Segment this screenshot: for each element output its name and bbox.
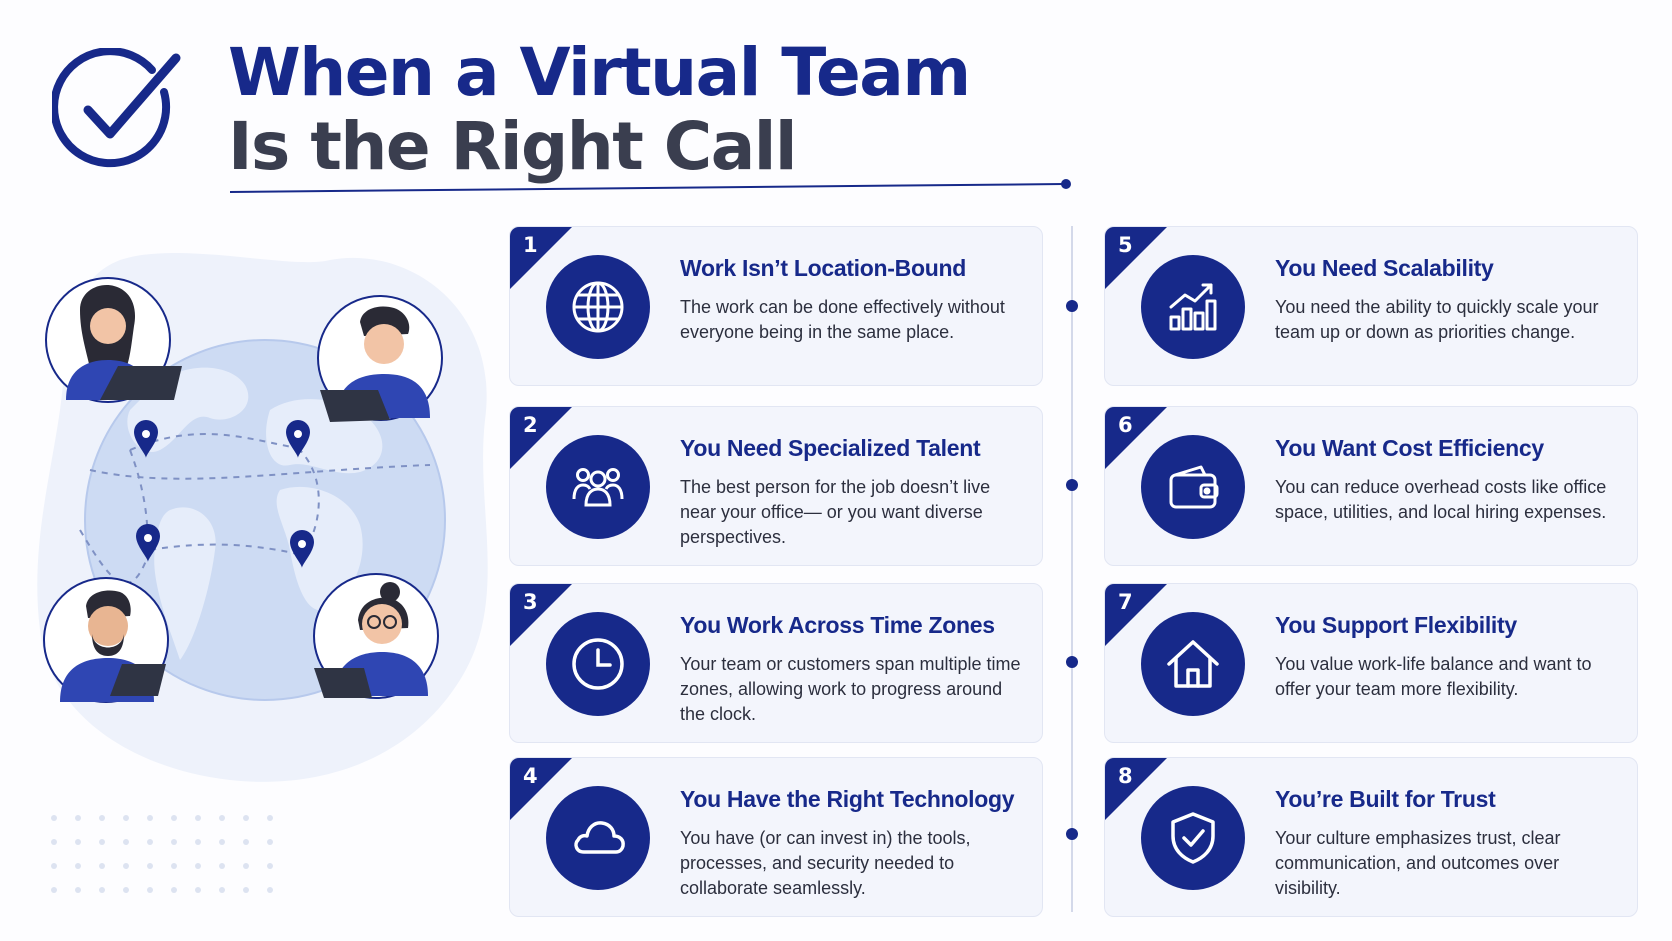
card-1: 1 Work Isn’t Location-Bound The work can… (509, 226, 1043, 386)
cloud-icon (546, 786, 650, 890)
card-number: 6 (1118, 413, 1133, 437)
decorative-dot-grid (51, 815, 273, 893)
globe-icon (546, 255, 650, 359)
shield-check-icon (1141, 786, 1245, 890)
card-title: You Need Specialized Talent (680, 435, 981, 461)
card-number: 8 (1118, 764, 1133, 788)
card-description: You have (or can invest in) the tools, p… (680, 828, 971, 898)
card-number: 2 (523, 413, 538, 437)
card-title: You Need Scalability (1275, 255, 1494, 281)
card-7: 7 You Support Flexibility You value work… (1104, 583, 1638, 743)
timeline-connector (1066, 226, 1078, 912)
card-description: You value work-life balance and want to … (1275, 654, 1592, 699)
person-avatar-top-right (317, 295, 443, 422)
home-icon (1141, 612, 1245, 716)
globe-team-illustration (37, 252, 488, 782)
card-number: 5 (1118, 233, 1133, 257)
wallet-icon (1141, 435, 1245, 539)
person-avatar-bottom-left (43, 577, 169, 703)
page-title-line-2: Is the Right Call (228, 108, 798, 185)
card-description: Your culture emphasizes trust, clear com… (1275, 828, 1561, 898)
card-description: Your team or customers span multiple tim… (680, 654, 1021, 724)
clock-icon (546, 612, 650, 716)
card-description: You can reduce overhead costs like offic… (1275, 477, 1607, 522)
card-title: You Work Across Time Zones (680, 612, 995, 638)
card-title: You Have the Right Technology (680, 786, 1015, 812)
card-8: 8 You’re Built for Trust Your culture em… (1104, 757, 1638, 917)
card-6: 6 You Want Cost Efficiency You can reduc… (1104, 406, 1638, 566)
card-title: You’re Built for Trust (1275, 786, 1496, 812)
card-title: Work Isn’t Location-Bound (680, 255, 966, 281)
card-number: 3 (523, 590, 538, 614)
card-4: 4 You Have the Right Technology You have… (509, 757, 1043, 917)
page-title-line-1: When a Virtual Team (228, 34, 971, 111)
card-number: 7 (1118, 590, 1133, 614)
card-number: 1 (523, 233, 538, 257)
card-number: 4 (523, 764, 538, 788)
card-description: The best person for the job doesn’t live… (680, 477, 991, 547)
card-5: 5 You Need Scalability You need the abil… (1104, 226, 1638, 386)
person-avatar-bottom-right (313, 573, 439, 699)
team-icon (546, 435, 650, 539)
card-title: You Want Cost Efficiency (1275, 435, 1544, 461)
card-description: The work can be done effectively without… (680, 297, 1005, 342)
person-avatar-top-left (45, 277, 182, 403)
card-title: You Support Flexibility (1275, 612, 1517, 638)
growth-chart-icon (1141, 255, 1245, 359)
card-3: 3 You Work Across Time Zones Your team o… (509, 583, 1043, 743)
card-2: 2 You Need Specialized Talent The best p… (509, 406, 1043, 566)
card-description: You need the ability to quickly scale yo… (1275, 297, 1599, 342)
check-circle-icon (52, 48, 181, 168)
title-underline (229, 179, 1071, 193)
